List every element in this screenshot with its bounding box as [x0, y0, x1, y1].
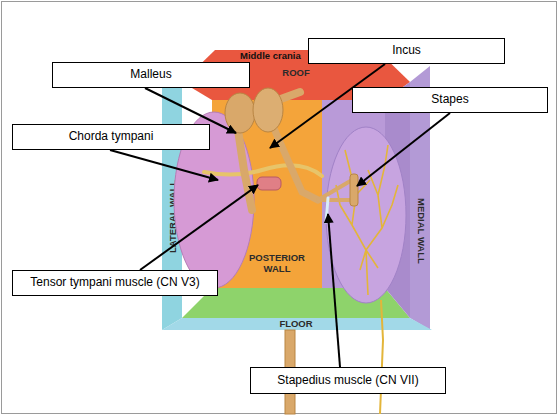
part-label: Stapes — [431, 93, 468, 107]
wall-label: POSTERIOR WALL — [242, 253, 312, 275]
leader-arrow — [145, 88, 236, 133]
leader-arrow — [328, 214, 340, 367]
wall-label: FLOOR — [279, 319, 312, 330]
auditory-tube — [432, 92, 454, 108]
part-label: Incus — [392, 44, 421, 58]
leader-arrow — [357, 113, 450, 186]
tube-end — [450, 92, 460, 108]
tensor-tympani — [257, 177, 281, 190]
chorda-tympani-nerve — [204, 165, 322, 176]
callout-box: Stapes — [352, 87, 548, 113]
leader-arrow — [110, 150, 218, 180]
image-frame — [2, 2, 557, 414]
leader-arrow — [140, 185, 258, 270]
callout-box: Tensor tympani muscle (CN V3) — [12, 270, 218, 296]
tympanic-plexus — [336, 145, 398, 295]
stapes-footplate — [350, 174, 358, 206]
malleus-head — [225, 93, 255, 133]
wall-label: MEDIAL WALL — [416, 198, 427, 264]
callout-box: Malleus — [52, 62, 250, 88]
incus-body — [253, 88, 283, 132]
part-label: Chorda tympani — [69, 130, 154, 144]
wall-label: ROOF — [282, 68, 309, 79]
part-label: Stapedius muscle (CN VII) — [277, 374, 418, 388]
stapes-crura — [318, 180, 352, 200]
part-label: Tensor tympani muscle (CN V3) — [30, 276, 199, 290]
nerve-canal — [285, 330, 295, 414]
tympanic-membrane — [174, 112, 254, 288]
wall-surface — [410, 66, 430, 330]
region-heading: Middle crania — [240, 50, 301, 61]
callout-box: Stapedius muscle (CN VII) — [250, 367, 446, 394]
part-label: Malleus — [130, 68, 171, 82]
callout-box: Incus — [308, 38, 505, 64]
callout-box: Chorda tympani — [12, 124, 210, 150]
wall-surface — [162, 318, 432, 330]
leader-arrow — [270, 64, 385, 148]
nerve-fiber — [380, 300, 383, 414]
promontory — [326, 127, 406, 303]
